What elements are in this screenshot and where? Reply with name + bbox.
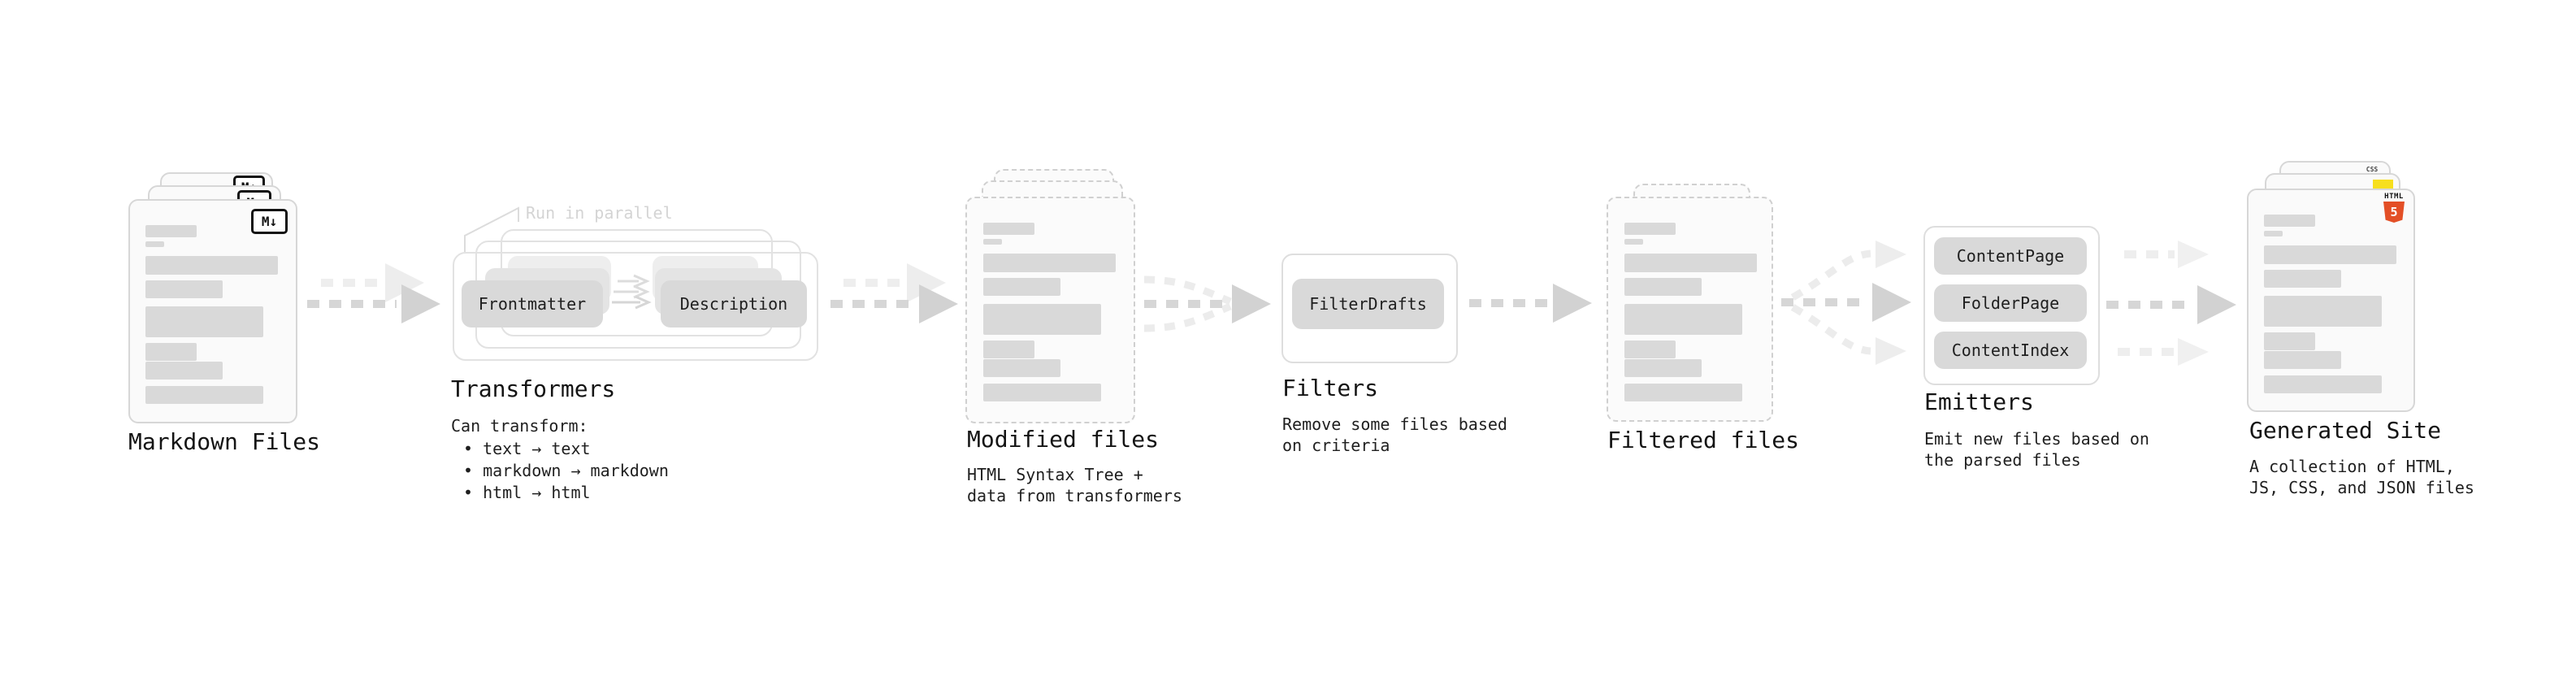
stage-label-filters: Filters: [1282, 375, 1379, 401]
parallel-transform-arrows: [612, 274, 652, 310]
filters-desc-line1: Remove some files based: [1282, 414, 1507, 434]
transformers-bullet: • text → text: [463, 439, 591, 458]
content-bar: [145, 306, 263, 337]
content-bar: [983, 223, 1034, 235]
transformer-node-frontmatter: Frontmatter: [462, 280, 603, 327]
content-bar: [1624, 223, 1676, 235]
content-bar: [1624, 254, 1757, 272]
content-bar: [983, 359, 1060, 377]
html5-word: HTML: [2384, 193, 2404, 201]
emitter-node-contentindex: ContentIndex: [1934, 332, 2087, 369]
transformers-bullet: • html → html: [463, 483, 591, 502]
stage-label-transformers: Transformers: [451, 375, 616, 402]
emitters-desc-line1: Emit new files based on: [1924, 429, 2149, 449]
arrows-emitters-to-generated: [2106, 241, 2236, 366]
transformer-node-description: Description: [661, 280, 807, 327]
filtered-file-card-front: [1607, 197, 1773, 422]
run-in-parallel-callout-line: [464, 206, 519, 252]
content-bar: [1624, 359, 1702, 377]
content-bar: [983, 278, 1060, 296]
content-bar: [1624, 278, 1702, 296]
filter-node-filterdrafts: FilterDrafts: [1292, 279, 1444, 329]
content-bar: [145, 241, 164, 247]
stage-label-emitters: Emitters: [1924, 388, 2034, 415]
arrow-filters-to-filtered: [1469, 284, 1592, 323]
stage-label-filtered-files: Filtered files: [1607, 427, 1800, 453]
stage-label-modified-files: Modified files: [967, 426, 1160, 453]
modified-files-desc-line2: data from transformers: [967, 486, 1182, 505]
generated-file-card-front: HTML 5: [2247, 189, 2415, 412]
content-bar: [2264, 296, 2382, 327]
content-bar: [145, 256, 278, 275]
content-bar: [1624, 384, 1742, 401]
markdown-file-card-front: M↓: [128, 199, 297, 423]
filters-desc-line2: on criteria: [1282, 436, 1390, 455]
content-bar: [145, 280, 223, 298]
content-bar: [983, 384, 1101, 401]
arrow-markdown-to-transformers: [307, 263, 440, 323]
content-bar: [1624, 239, 1643, 245]
transformers-desc-title: Can transform:: [451, 416, 588, 436]
content-bar: [983, 304, 1101, 335]
html5-shield: 5: [2383, 202, 2405, 223]
content-bar: [983, 340, 1034, 358]
modified-file-card-front: [965, 197, 1135, 423]
emitters-desc-line2: the parsed files: [1924, 450, 2081, 470]
emitter-node-contentpage: ContentPage: [1934, 237, 2087, 275]
generated-site-desc-line2: JS, CSS, and JSON files: [2249, 478, 2474, 497]
transformer-run-box-front: [453, 252, 818, 361]
arrow-modified-to-filters-fan-in: [1143, 275, 1271, 332]
content-bar: [983, 239, 1002, 245]
content-bar: [2264, 351, 2341, 369]
content-bar: [2264, 215, 2315, 227]
stage-label-markdown-files: Markdown Files: [128, 428, 321, 455]
generated-site-desc-line1: A collection of HTML,: [2249, 457, 2455, 476]
arrow-filtered-to-emitters-fan-out: [1781, 241, 1911, 365]
content-bar: [145, 225, 197, 237]
stage-label-generated-site: Generated Site: [2249, 417, 2442, 444]
content-bar: [2264, 270, 2341, 288]
modified-files-desc-line1: HTML Syntax Tree +: [967, 465, 1143, 484]
content-bar: [2264, 231, 2283, 236]
markdown-icon: M↓: [251, 209, 288, 234]
run-in-parallel-note: Run in parallel: [526, 203, 673, 223]
content-bar: [1624, 340, 1676, 358]
emitter-node-folderpage: FolderPage: [1934, 284, 2087, 322]
content-bar: [2264, 332, 2315, 350]
html5-icon: HTML 5: [2383, 193, 2405, 223]
content-bar: [145, 362, 223, 380]
arrow-transformers-to-modified: [830, 263, 958, 323]
transformers-bullet: • markdown → markdown: [463, 461, 669, 480]
content-bar: [983, 254, 1116, 272]
content-bar: [145, 386, 263, 404]
content-bar: [1624, 304, 1742, 335]
content-bar: [2264, 375, 2382, 393]
html5-number: 5: [2390, 205, 2398, 219]
content-bar: [145, 343, 197, 361]
content-bar: [2264, 245, 2396, 264]
